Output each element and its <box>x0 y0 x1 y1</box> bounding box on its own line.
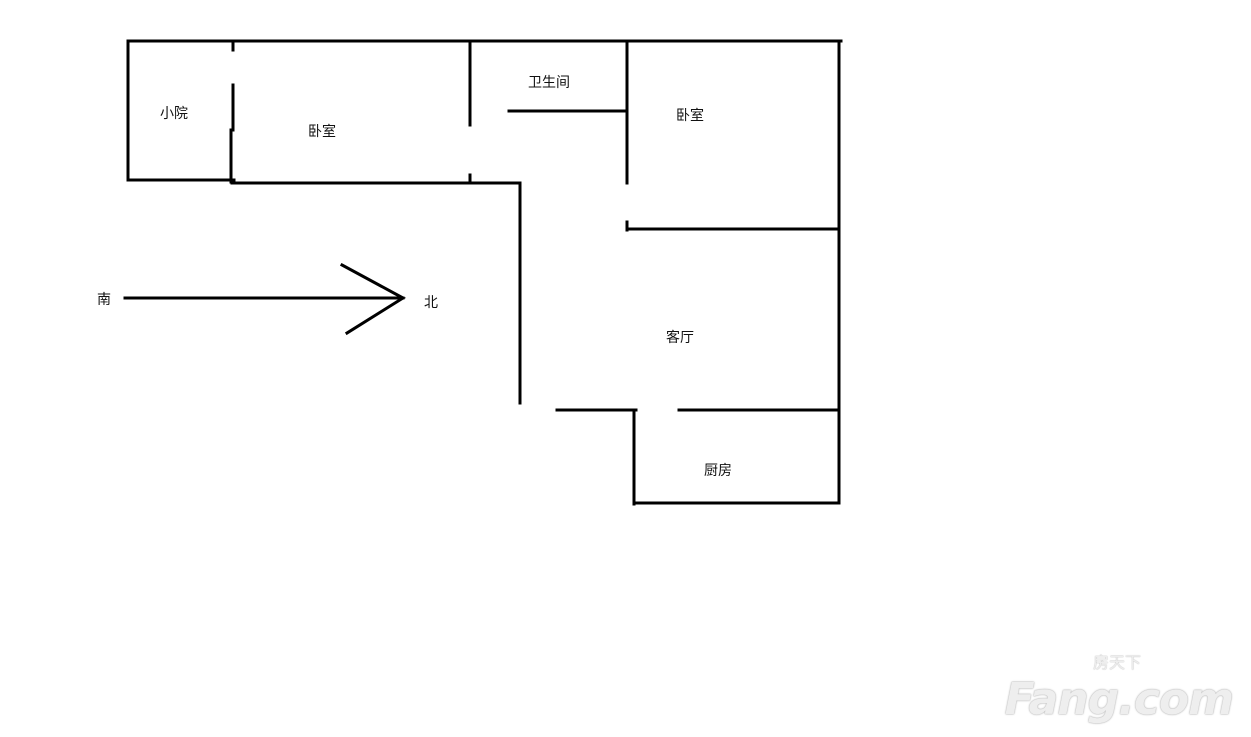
compass-south-label: 南 <box>97 292 111 308</box>
compass-north-label: 北 <box>424 295 438 311</box>
watermark-cn: 房天下 <box>1092 653 1141 672</box>
walls <box>126 39 843 506</box>
room-label-bedroom-north: 卧室 <box>676 108 704 124</box>
watermark-logo: Fang.com <box>1004 674 1234 725</box>
room-label-bathroom: 卫生间 <box>528 75 570 91</box>
room-label-bedroom-south: 卧室 <box>308 124 336 140</box>
north-arrow-icon <box>123 262 406 336</box>
room-label-kitchen: 厨房 <box>704 463 732 479</box>
room-label-living-room: 客厅 <box>666 330 694 346</box>
room-label-yard: 小院 <box>160 106 188 122</box>
